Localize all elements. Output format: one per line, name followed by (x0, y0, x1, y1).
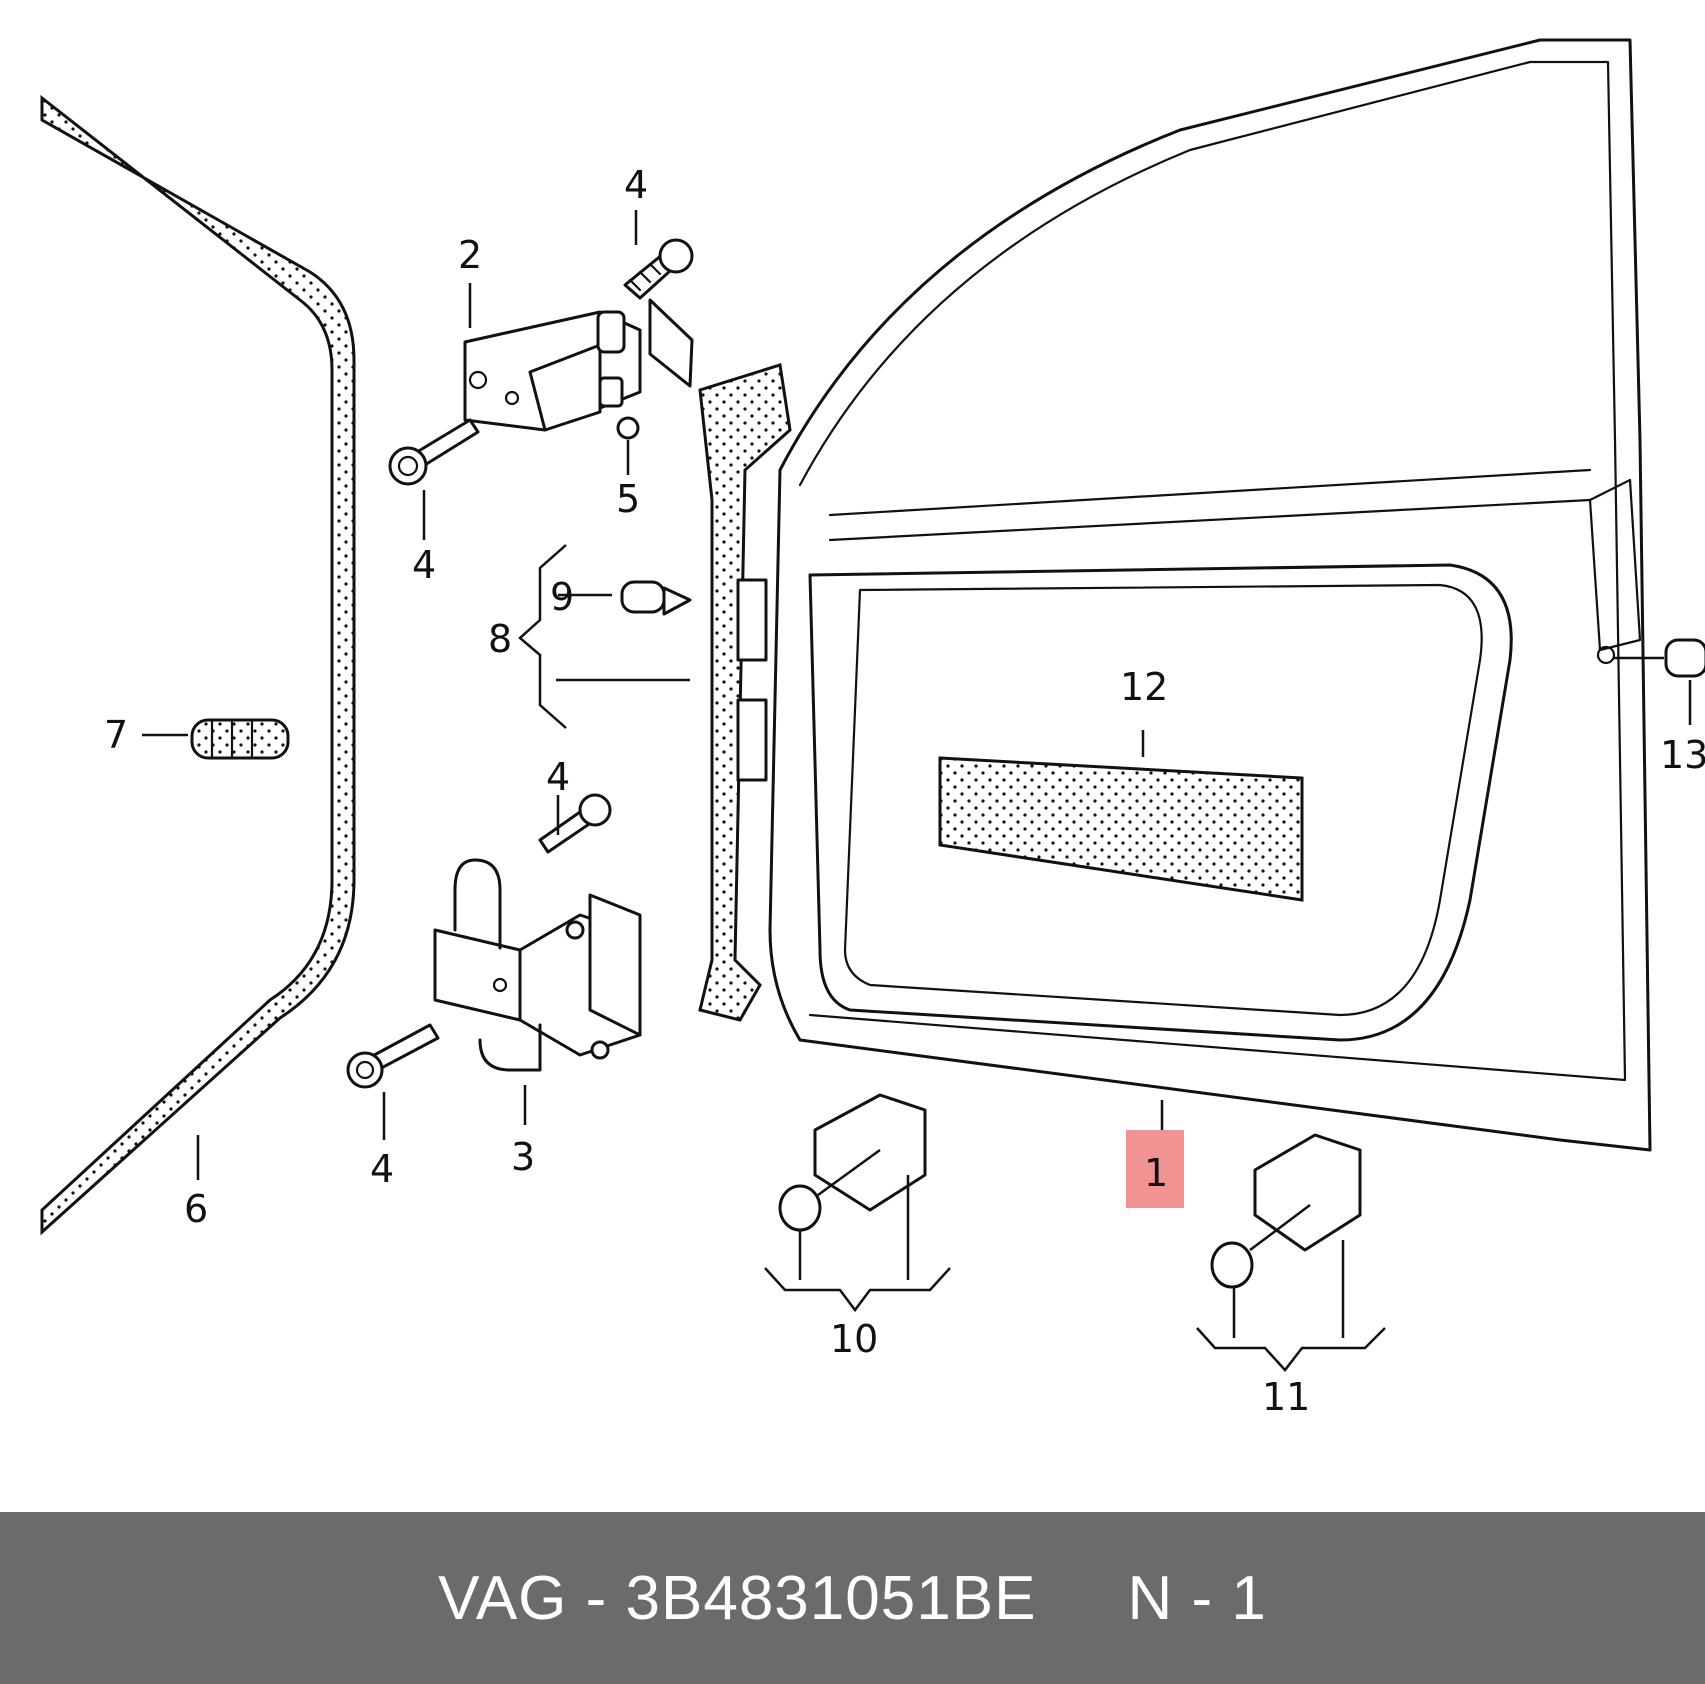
callout-labels: 2 4 4 5 9 8 7 4 3 4 6 12 13 1 10 11 (104, 163, 1705, 1419)
callout-12: 12 (1120, 665, 1168, 709)
callout-1: 1 (1144, 1151, 1168, 1195)
part-number-text: VAG - 3B4831051BE N - 1 (438, 1563, 1267, 1633)
callout-5: 5 (616, 477, 640, 521)
highlight-part-1 (1126, 1130, 1184, 1208)
clip-part-10 (778, 1093, 927, 1232)
bolt-lower-upper (538, 793, 612, 854)
callout-13: 13 (1660, 733, 1705, 777)
plug-part-9 (620, 580, 692, 616)
plug-part-13 (1664, 638, 1705, 678)
sound-pad-part-12 (938, 756, 1304, 902)
bolt-upper-left (388, 418, 480, 486)
clip-part-11 (1210, 1133, 1362, 1289)
callout-10: 10 (830, 1317, 878, 1361)
bolt-lower-left (346, 1023, 440, 1089)
callout-2: 2 (458, 233, 482, 277)
upper-hinge-part-2 (463, 298, 694, 440)
bolt-upper-right (623, 238, 694, 300)
callout-4-upper-left: 4 (412, 543, 436, 587)
callout-9: 9 (550, 575, 574, 619)
callout-6: 6 (184, 1187, 208, 1231)
callout-7: 7 (104, 713, 128, 757)
callout-4-middle: 4 (546, 755, 570, 799)
part-number-banner: VAG - 3B4831051BE N - 1 (0, 1512, 1705, 1684)
leader-lines (142, 210, 1692, 1372)
grommet-part-7 (190, 718, 290, 760)
callout-8: 8 (488, 617, 512, 661)
door-shell-part-1 (768, 38, 1652, 1152)
door-seal-part-6 (40, 94, 356, 1236)
callout-4-top: 4 (624, 163, 648, 207)
parts-diagram: 2 4 4 5 9 8 7 4 3 4 6 12 13 1 10 11 (40, 38, 1705, 1419)
callout-11: 11 (1262, 1375, 1310, 1419)
callout-4-lower-left: 4 (370, 1147, 394, 1191)
callout-3: 3 (511, 1135, 535, 1179)
lower-hinge-part-3 (433, 858, 642, 1072)
reinforcement-strip (698, 363, 792, 1022)
